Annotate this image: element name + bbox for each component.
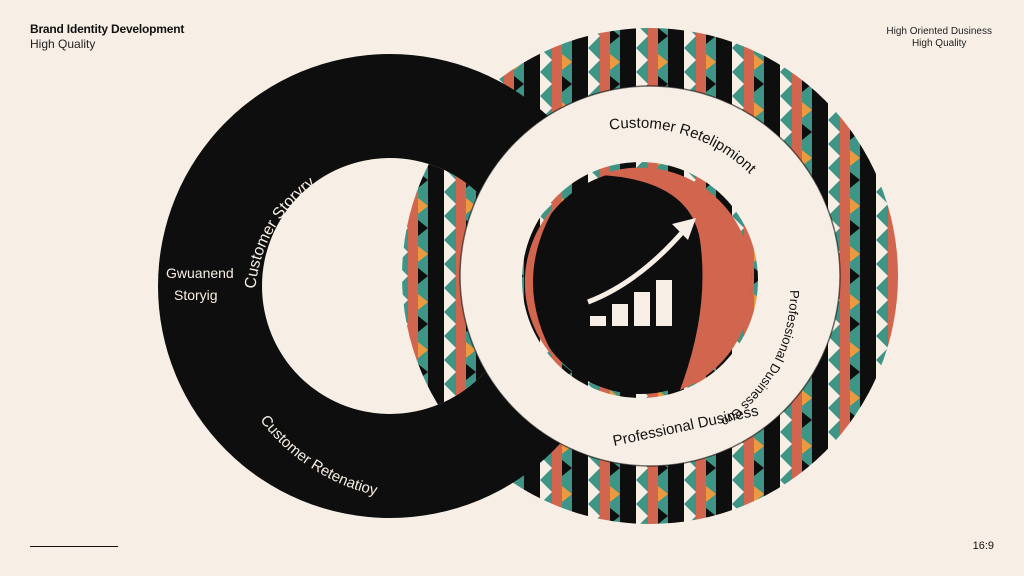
brand-subtitle: High Quality — [30, 37, 96, 51]
aspect-ratio-label: 16:9 — [972, 540, 994, 552]
left-ring-middle-line-2: Storyig — [174, 287, 218, 303]
medallion-terracotta-half — [600, 167, 753, 390]
growth-chart-icon — [587, 218, 696, 326]
right-ring-outline — [459, 85, 841, 467]
medallion-terracotta-left — [524, 205, 556, 360]
left-ring-middle-line-1: Gwuanend — [166, 265, 234, 281]
top-right-line-1: High Oriented Dusiness — [886, 26, 992, 37]
top-right-note: High Oriented Dusiness High Quality — [886, 26, 992, 50]
top-right-line-2: High Quality — [911, 38, 967, 49]
footer-divider — [30, 546, 118, 547]
brand-header: Brand Identity Development High Quality — [30, 22, 184, 51]
brand-title: Brand Identity Development — [30, 22, 185, 36]
